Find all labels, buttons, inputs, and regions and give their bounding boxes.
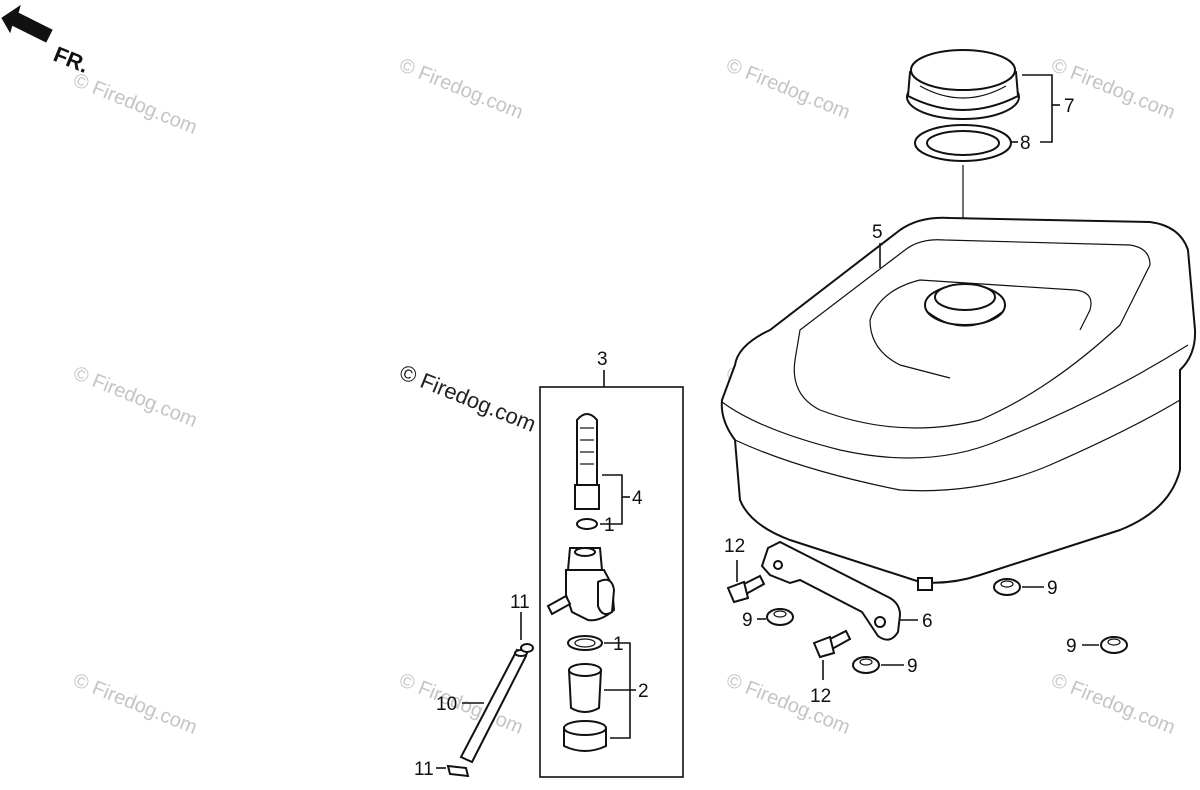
- callout-10: 10: [436, 694, 457, 715]
- fuel-tank: [720, 216, 1197, 591]
- flange-bolt-upper: [726, 574, 766, 604]
- watermark: © Firedog.com: [1048, 669, 1178, 739]
- fuel-strainer: [574, 413, 600, 510]
- tube-clip-lower: [446, 764, 470, 778]
- callout-9b: 9: [742, 610, 753, 631]
- watermark: © Firedog.com: [396, 54, 526, 124]
- callout-7: 7: [1064, 96, 1075, 117]
- front-direction-indicator: FR.: [1, 4, 92, 78]
- callout-9c: 9: [907, 656, 918, 677]
- callout-1a: 1: [604, 515, 615, 536]
- callout-8: 8: [1020, 133, 1031, 154]
- tank-bracket: [760, 540, 902, 641]
- callout-5: 5: [872, 222, 883, 243]
- callout-1b: 1: [613, 634, 624, 655]
- watermark-dark: © Firedog.com: [396, 359, 539, 436]
- callout-11a: 11: [510, 592, 530, 613]
- callout-3: 3: [597, 349, 608, 370]
- flange-nut-1: [993, 578, 1021, 596]
- fuel-valve-body: [546, 547, 616, 622]
- leader-7: [1022, 74, 1053, 143]
- watermark: © Firedog.com: [723, 669, 853, 739]
- leader-4: [600, 474, 623, 525]
- callout-12b: 12: [810, 686, 831, 707]
- callout-2: 2: [638, 681, 649, 702]
- callout-9a: 9: [1047, 578, 1058, 599]
- watermark: © Firedog.com: [723, 54, 853, 124]
- watermark: © Firedog.com: [70, 69, 200, 139]
- fuel-tank-cap: [906, 49, 1020, 120]
- callout-9d: 9: [1066, 636, 1077, 657]
- callout-12a: 12: [724, 536, 745, 557]
- flange-nut-4: [1100, 636, 1128, 654]
- fuel-valve-assembly-box: [539, 386, 684, 778]
- watermark: © Firedog.com: [70, 669, 200, 739]
- watermark: © Firedog.com: [70, 362, 200, 432]
- o-ring-lower: [567, 635, 603, 651]
- front-arrow-icon: [1, 4, 53, 43]
- flange-nut-2: [766, 608, 794, 626]
- callout-11b: 11: [414, 759, 434, 780]
- sediment-cup: [567, 663, 603, 713]
- flange-bolt-lower: [812, 629, 852, 659]
- flange-nut-3: [852, 656, 880, 674]
- tube-clip-upper: [520, 643, 534, 653]
- o-ring-upper: [576, 518, 598, 530]
- callout-4: 4: [632, 488, 643, 509]
- fuel-tube: [459, 648, 528, 764]
- cup-nut: [563, 720, 607, 752]
- callout-6: 6: [922, 611, 933, 632]
- fuel-cap-gasket: [914, 124, 1012, 162]
